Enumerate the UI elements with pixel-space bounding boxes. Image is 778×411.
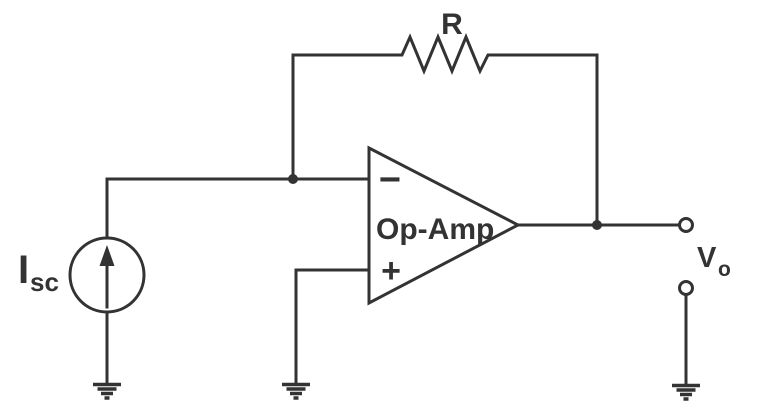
noninverting-input-sign: + — [381, 252, 401, 290]
inverting-junction-dot — [288, 174, 298, 184]
ground-symbol — [91, 382, 123, 400]
current-source-subscript: sc — [30, 267, 59, 297]
current-arrow-head-icon — [99, 245, 115, 266]
noninverting-branch — [280, 268, 371, 400]
output-voltage-label: V — [697, 242, 717, 274]
ground-symbol — [670, 383, 702, 401]
feedback-resistor-branch: R — [291, 8, 599, 227]
resistor-label: R — [441, 8, 463, 41]
feedback-wire-and-resistor — [291, 33, 599, 227]
op-amp-triangle — [367, 145, 522, 306]
output-branch: V o — [516, 217, 731, 401]
output-junction-dot — [592, 220, 602, 230]
inverting-input-sign: − — [379, 159, 401, 201]
ground-symbol — [280, 382, 312, 400]
current-source-label: I — [18, 248, 29, 292]
output-terminal-top — [678, 217, 694, 233]
noninverting-input-wire — [294, 268, 371, 385]
op-amp: − Op-Amp + — [367, 145, 522, 306]
output-terminal-bottom — [678, 280, 694, 296]
current-source: I sc — [18, 236, 146, 400]
output-voltage-subscript: o — [718, 258, 731, 281]
op-amp-label: Op-Amp — [376, 213, 494, 246]
